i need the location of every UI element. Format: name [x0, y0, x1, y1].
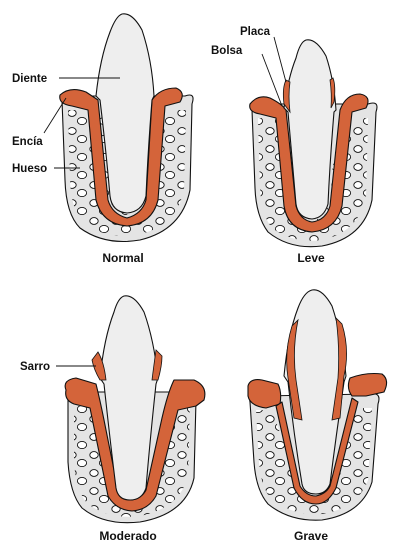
- bone-pores-grave: [256, 408, 372, 515]
- caption-normal: Normal: [102, 251, 143, 265]
- stage-leve: [249, 39, 378, 248]
- label-bolsa: Bolsa: [211, 45, 243, 57]
- calculus-moderado-left: [91, 351, 107, 381]
- caption-moderado: Moderado: [99, 529, 156, 543]
- stage-grave: [247, 289, 388, 521]
- caption-leve: Leve: [297, 251, 325, 265]
- stage-moderado: [64, 295, 206, 524]
- label-hueso: Hueso: [12, 163, 47, 175]
- tooth-normal: [95, 13, 155, 214]
- plaque-leve-right: [329, 77, 336, 109]
- gum-normal: [59, 87, 183, 227]
- gum-grave: [247, 379, 282, 409]
- tooth-leve: [283, 39, 337, 220]
- label-encia: Encía: [12, 136, 43, 148]
- caption-grave: Grave: [294, 529, 328, 543]
- label-diente: Diente: [12, 73, 47, 85]
- gum-moderado: [64, 377, 206, 512]
- calculus-grave-left: [286, 318, 303, 421]
- gum-grave-right: [347, 372, 388, 397]
- leader-placa: [273, 36, 287, 83]
- part-labels: Diente Encía Hueso Placa Bolsa Sarro: [12, 26, 271, 373]
- leader-encia: [43, 97, 67, 134]
- calculus-grave-right: [331, 316, 347, 421]
- calculus-moderado-right: [151, 349, 163, 381]
- leader-bolsa: [261, 53, 283, 107]
- label-placa: Placa: [240, 26, 271, 38]
- stage-captions: Normal Leve Moderado Grave: [99, 251, 328, 543]
- gum-grave-sulcus: [275, 397, 359, 505]
- plaque-leve: [282, 79, 291, 114]
- leader-lines: [43, 36, 287, 367]
- stage-normal: [59, 13, 194, 243]
- label-sarro: Sarro: [20, 361, 50, 373]
- tooth-moderado: [99, 295, 159, 501]
